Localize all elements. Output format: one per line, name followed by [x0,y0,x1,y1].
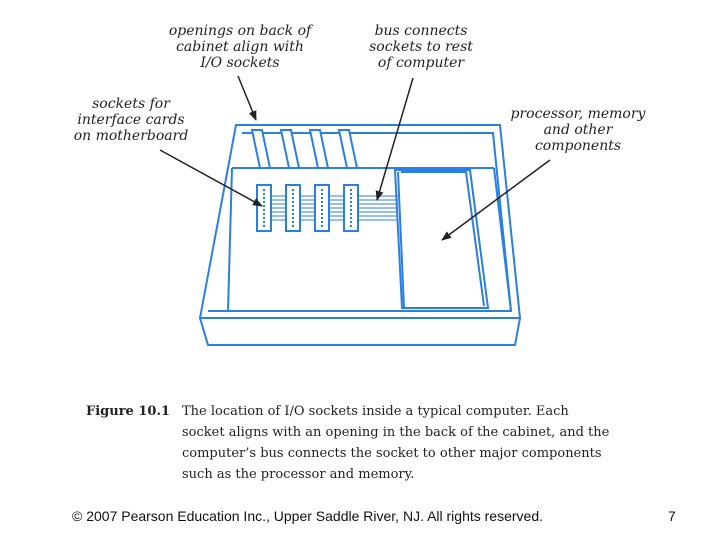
copyright-footer: © 2007 Pearson Education Inc., Upper Sad… [72,508,544,524]
figure-caption: Figure 10.1 The location of I/O sockets … [86,401,638,485]
back-opening-1 [250,129,272,169]
socket-1 [256,184,272,232]
cabinet [198,124,522,346]
back-opening-4 [337,129,359,169]
label-processor: processor, memory and other components [498,106,658,154]
back-openings [250,129,359,169]
label-back-openings-line-3: I/O sockets [200,55,280,71]
label-processor-line-2: and other [543,122,613,138]
label-processor-line-1: processor, memory [510,106,646,122]
components-board-edge [397,171,405,309]
socket-2 [285,184,301,232]
back-opening-2 [279,129,301,169]
caption-line-3: computer’s bus connects the socket to ot… [182,446,602,461]
socket-4 [343,184,359,232]
bus-lines [265,195,398,221]
label-sockets: sockets for interface cards on motherboa… [58,96,204,144]
components-board-outline [393,169,490,309]
label-sockets-line-3: on motherboard [73,128,189,144]
label-bus-line-3: of computer [377,55,465,71]
arrow-processor [441,159,551,241]
label-sockets-line-2: interface cards [77,112,185,128]
label-bus-line-1: bus connects [374,23,468,39]
label-processor-line-3: components [534,138,622,154]
cabinet-left-inner-wall [227,167,233,312]
arrow-openings [237,75,257,121]
interface-sockets [256,184,359,232]
components-board-inner [401,171,485,307]
caption-line-2: socket aligns with an opening in the bac… [182,425,610,440]
socket-3 [314,184,330,232]
cabinet-inner-rim [208,132,513,312]
arrow-sockets [159,149,263,207]
caption-line-4: such as the processor and memory. [182,467,415,482]
cabinet-right-inner-wall [493,167,512,312]
label-sockets-line-1: sockets for [92,96,170,112]
label-bus-line-2: sockets to rest [369,39,473,55]
caption-line-1: The location of I/O sockets inside a typ… [182,404,569,419]
label-back-openings-line-2: cabinet align with [176,39,304,55]
caption-figure-label: Figure 10.1 [86,404,171,419]
page-number: 7 [668,508,676,524]
cabinet-front-panel [199,317,521,346]
components-board [393,169,490,309]
arrow-bus [375,77,414,201]
back-opening-3 [308,129,330,169]
label-back-openings: openings on back of cabinet align with I… [150,23,330,71]
label-bus: bus connects sockets to rest of computer [356,23,486,71]
label-back-openings-line-1: openings on back of [168,23,312,39]
callout-arrows [159,75,551,241]
